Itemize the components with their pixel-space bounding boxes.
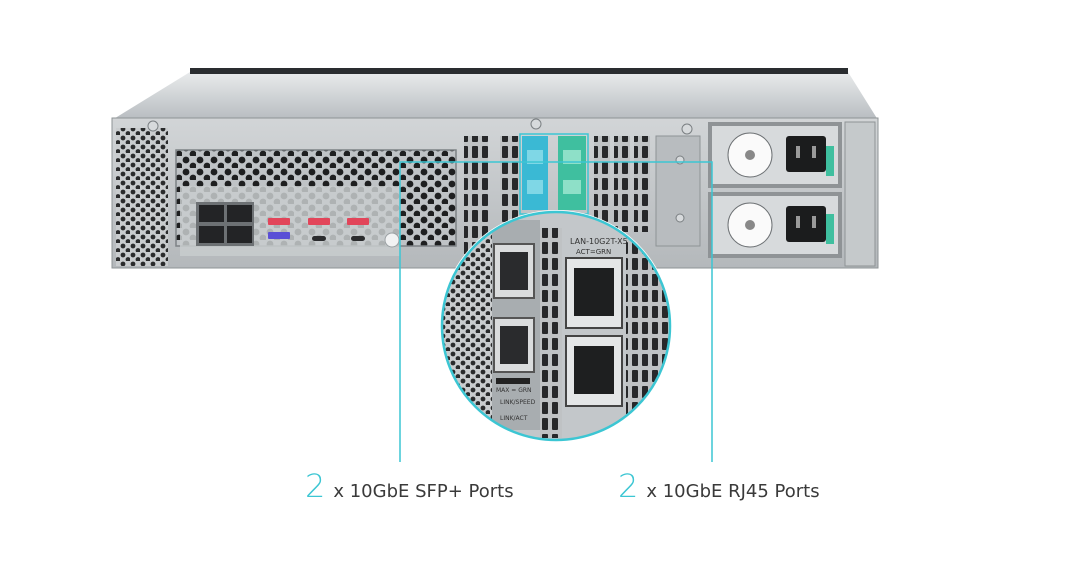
card-link-label: LINK/SPEED — [500, 399, 536, 406]
card-max-label: MAX = GRN — [496, 387, 532, 394]
left-vent — [116, 128, 168, 266]
power-socket-icon — [786, 136, 826, 172]
rj45-port-label: x 10GbE RJ45 Ports — [646, 481, 820, 502]
chassis-top — [112, 72, 878, 120]
psu-bottom — [708, 192, 842, 258]
psu-top — [708, 122, 842, 188]
card-linkact-label: LINK/ACT — [500, 415, 528, 422]
card-act-label: ACT=GRN — [576, 248, 611, 256]
callout-lines — [399, 161, 713, 462]
sfp-port-count: 2 — [305, 467, 326, 505]
sfp-port-label: x 10GbE SFP+ Ports — [333, 481, 514, 502]
zoom-magnifier: LAN-10G2T-X5 ACT=GRN MAX = GRN LINK/SPEE… — [440, 210, 672, 442]
rj45-port-count: 2 — [618, 467, 639, 505]
rj45-ports-callout: 2 x 10GbE RJ45 Ports — [618, 470, 820, 502]
usb-port-icon — [268, 218, 369, 241]
sfp-card-bracket — [522, 136, 548, 210]
rj45-card-bracket — [558, 136, 586, 210]
sfp-ports-callout: 2 x 10GbE SFP+ Ports — [305, 470, 514, 502]
card-model-label: LAN-10G2T-X5 — [570, 237, 628, 246]
lan-port-icon — [196, 202, 254, 246]
